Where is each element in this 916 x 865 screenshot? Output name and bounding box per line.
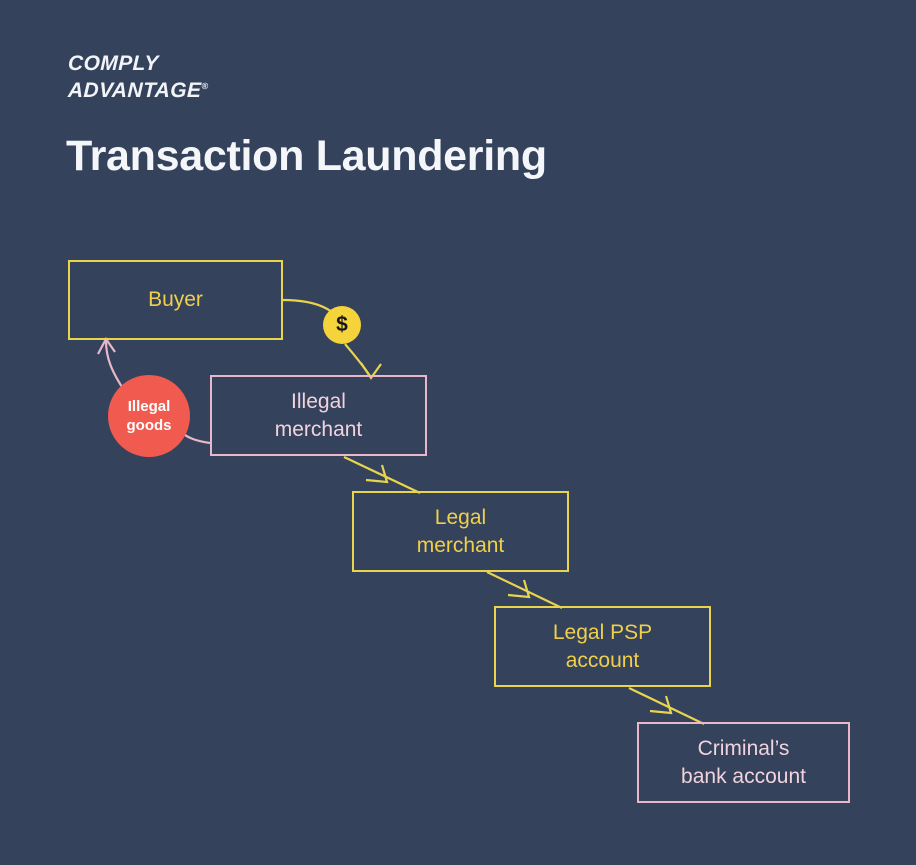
- node-illegal-merchant[interactable]: Illegal merchant: [210, 375, 427, 456]
- node-criminals-bank-account[interactable]: Criminal’s bank account: [637, 722, 850, 803]
- node-illegal-merchant-label-line1: Illegal: [291, 389, 346, 413]
- arrowhead-legal-psp-in: [507, 579, 531, 599]
- node-buyer-label: Buyer: [148, 288, 203, 311]
- node-buyer[interactable]: Buyer: [68, 260, 283, 340]
- node-legal-merchant-label-line1: Legal: [434, 505, 487, 529]
- registered-trademark-icon: ®: [201, 81, 209, 91]
- edge-buyer-to-illegal-merchant-tail: [344, 343, 371, 377]
- logo-line-2-text: ADVANTAGE: [67, 79, 202, 102]
- node-legal-psp-account[interactable]: Legal PSP account: [494, 606, 711, 687]
- node-criminals-bank-account-label-line1: Criminal’s: [697, 736, 790, 760]
- edge-legal-psp-to-criminals-bank: [628, 687, 705, 725]
- node-legal-psp-account-label-line1: Legal PSP: [552, 620, 653, 644]
- node-illegal-merchant-label-line2: merchant: [274, 417, 363, 441]
- illegal-goods-badge-label-line1: Illegal: [127, 398, 171, 415]
- arrowhead-legal-merchant-in: [365, 464, 389, 484]
- illegal-goods-badge[interactable]: Illegal goods: [108, 375, 190, 457]
- node-legal-merchant-label: Legal merchant: [417, 504, 505, 560]
- money-badge-label: $: [336, 313, 348, 336]
- money-badge[interactable]: $: [323, 306, 361, 344]
- arrowhead-buyer-in: [97, 336, 116, 355]
- logo-line-1: COMPLY: [67, 52, 160, 75]
- arrowhead-criminals-bank-in: [649, 695, 673, 715]
- illegal-goods-badge-label-line2: goods: [126, 417, 172, 434]
- page-title: Transaction Laundering: [66, 132, 547, 180]
- node-criminals-bank-account-label: Criminal’s bank account: [681, 735, 806, 791]
- node-legal-merchant[interactable]: Legal merchant: [352, 491, 569, 572]
- node-criminals-bank-account-label-line2: bank account: [681, 764, 806, 788]
- edge-illegal-merchant-to-legal-merchant: [343, 456, 421, 494]
- comply-advantage-logo: COMPLY ADVANTAGE®: [68, 52, 268, 102]
- edge-legal-merchant-to-legal-psp: [486, 571, 563, 609]
- logo-line-2: ADVANTAGE®: [68, 75, 269, 102]
- node-legal-psp-account-label-line2: account: [565, 648, 640, 672]
- illegal-goods-badge-label: Illegal goods: [127, 397, 172, 435]
- node-legal-psp-account-label: Legal PSP account: [553, 619, 652, 675]
- node-illegal-merchant-label: Illegal merchant: [275, 388, 363, 444]
- node-legal-merchant-label-line2: merchant: [416, 533, 505, 557]
- edge-illegal-goods-to-buyer: [104, 340, 125, 391]
